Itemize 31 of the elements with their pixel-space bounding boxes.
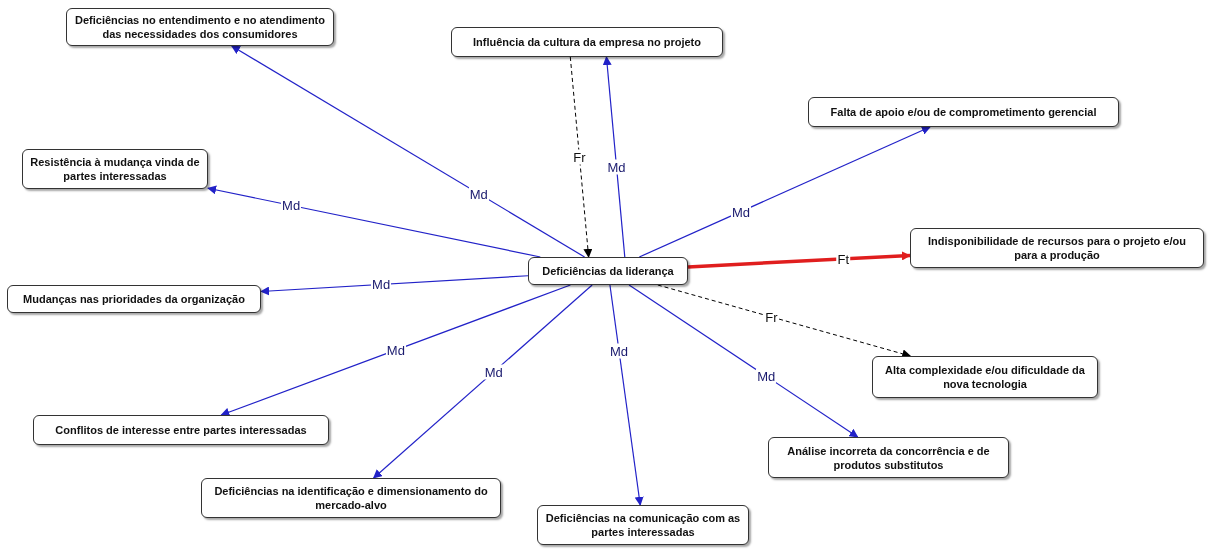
arrow [569,56,593,258]
edge-label: Md [756,368,777,384]
cause-box: Indisponibilidade de recursos para o projeto e/ou para a produção [910,228,1204,268]
edge-label: Md [483,364,504,380]
cause-box: Influência da cultura da empresa no projeto [451,27,723,57]
cause-box: Deficiências no entendimento e no atendimento das necessidades dos consumidores [66,8,334,46]
arrow [260,275,529,296]
edge-label: Md [468,186,489,202]
arrow [602,56,626,258]
cause-box: Conflitos de interesse entre partes interessadas [33,415,329,445]
cause-box: Deficiências na identificação e dimensionamento do mercado-alvo [201,478,501,518]
arrow [687,251,911,269]
edge-label: Fr [572,149,587,165]
cause-box: Análise incorreta da concorrência e de produtos substitutos [768,437,1009,478]
arrow [628,284,859,438]
arrow [231,45,586,258]
arrow [638,126,931,258]
cause-box: Resistência à mudança vinda de partes interessadas [22,149,208,189]
cause-box: Deficiências na comunicação com as partes interessadas [537,505,749,545]
cause-box: Alta complexidade e/ou dificuldade da nova tecnologia [872,356,1098,398]
cause-box: Mudanças nas prioridades da organização [7,285,261,313]
edge-label: Md [731,204,752,219]
cause-box: Falta de apoio e/ou de comprometimento gerencial [808,97,1119,127]
edge-label: Md [606,159,627,175]
edge-label: Md [609,343,630,359]
arrow [372,284,593,479]
cause-box: Deficiências da liderança [528,257,688,285]
arrow [609,284,644,506]
arrow [220,284,571,417]
edge-label: Md [385,342,406,358]
arrow [207,185,541,258]
